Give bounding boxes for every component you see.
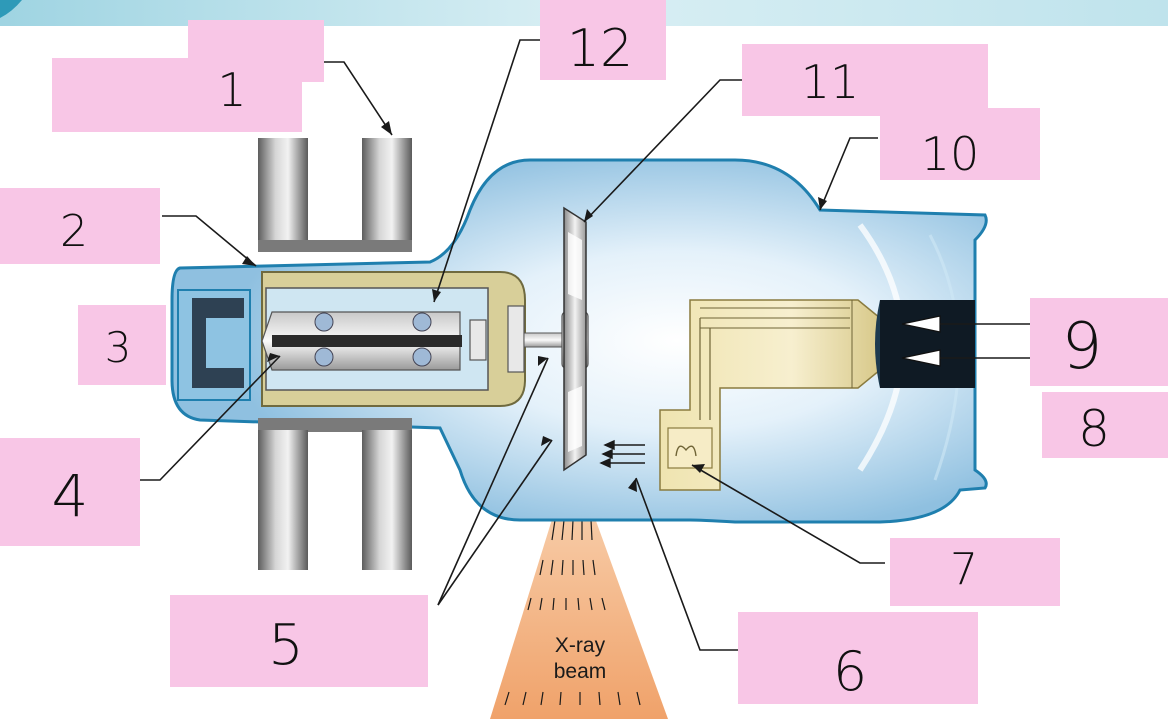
tag-9	[1030, 298, 1168, 386]
electron-stream	[599, 439, 645, 469]
label-10: 10	[921, 127, 980, 181]
rotor-end-cap	[469, 319, 487, 361]
target-shine	[568, 232, 582, 452]
label-8: 8	[1078, 400, 1110, 458]
stem-collar	[507, 305, 525, 373]
label-3: 3	[105, 323, 132, 372]
leader-arrowheads	[242, 121, 827, 492]
focusing-cup	[667, 427, 713, 469]
label-4: 4	[52, 462, 89, 530]
label-6: 6	[833, 640, 867, 703]
tag-4	[0, 438, 140, 546]
tag-1	[52, 58, 302, 132]
label-5: 5	[268, 613, 304, 678]
stator-coils	[258, 138, 412, 570]
tag-12	[540, 0, 666, 80]
cathode-assembly	[659, 299, 881, 491]
tag-3	[78, 305, 166, 385]
label-7: 7	[950, 544, 978, 595]
label-9: 9	[1062, 310, 1103, 384]
tag-10	[880, 108, 1040, 180]
beam-label-line2: beam	[554, 660, 607, 683]
label-tags	[0, 0, 1168, 704]
tag-11	[742, 44, 988, 116]
beam-label-line1: X-ray	[555, 634, 606, 657]
label-numbers: 1 2 3 4 5 6 7 8 9 10 11 12	[52, 19, 1110, 703]
rotor-bearings	[314, 312, 432, 367]
anode-socket	[192, 298, 244, 388]
tag-6	[738, 612, 978, 704]
label-12: 12	[567, 19, 633, 79]
tag-7	[890, 538, 1060, 606]
tag-8	[1042, 392, 1168, 458]
tag-2	[0, 188, 160, 264]
cathode-socket	[880, 300, 975, 388]
anode-stem	[523, 332, 567, 348]
tag-5	[170, 595, 428, 687]
label-2: 2	[60, 206, 88, 257]
xray-beam	[490, 455, 668, 719]
filament	[675, 445, 697, 457]
leader-lines	[140, 39, 885, 651]
label-11: 11	[801, 55, 860, 109]
cathode-terminals	[901, 315, 1030, 367]
corner-swoosh	[0, 0, 22, 18]
rotor-shaft	[272, 335, 462, 347]
label-1: 1	[217, 63, 246, 117]
